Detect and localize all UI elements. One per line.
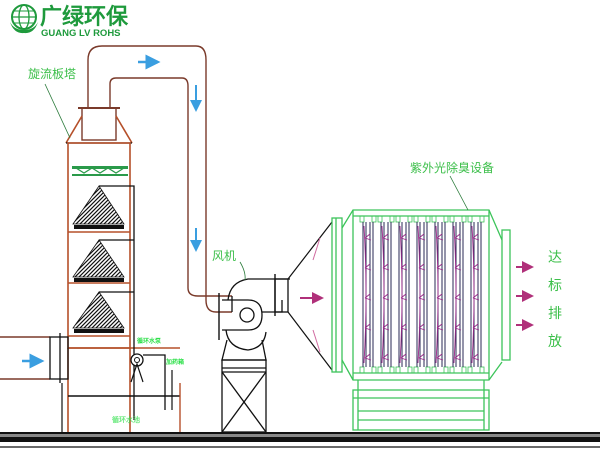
transition-duct [287,221,333,371]
uv-lamp-module [395,215,413,374]
uv-deodorization-unit [331,209,511,431]
uv-lamp-module [467,215,485,374]
uv-lamp-module [359,215,377,374]
packing-layer-3 [72,291,125,329]
fan [218,274,290,433]
fan-label: 风机 [212,249,236,263]
uv-lamp-array [359,215,485,374]
globe-icon [10,4,38,34]
ground-line [0,432,600,448]
spiral-plate-tower [65,107,181,432]
uv-leader-line [449,175,469,211]
tower-leader-line [44,83,71,139]
pump-label: 循环水泵 [137,337,162,345]
discharge-char-2: 标 [548,278,562,294]
inlet-duct [0,333,69,432]
logo-name-en: GUANG LV ROHS [41,28,121,39]
discharge-char-4: 放 [548,334,562,350]
uv-lamp-module [377,215,395,374]
uv-equipment-label: 紫外光除臭设备 [410,160,494,175]
logo: 广绿环保 GUANG LV ROHS [10,4,129,39]
fan-leader-line [239,261,246,281]
dosing-label: 加药箱 [165,358,184,366]
tower-label: 旋流板塔 [28,67,76,81]
discharge-char-1: 达 [548,250,562,266]
packing-layer-2 [72,239,125,278]
logo-name-cn: 广绿环保 [40,4,129,30]
uv-lamp-module [431,215,449,374]
uv-lamp-module [449,215,467,374]
pool-label: 循环水池 [112,415,140,424]
packing-layer-1 [72,185,125,225]
uv-lamp-module [413,215,431,374]
exhaust-duct [87,45,232,313]
discharge-char-3: 排 [548,306,562,322]
circulation-pump [130,353,173,410]
